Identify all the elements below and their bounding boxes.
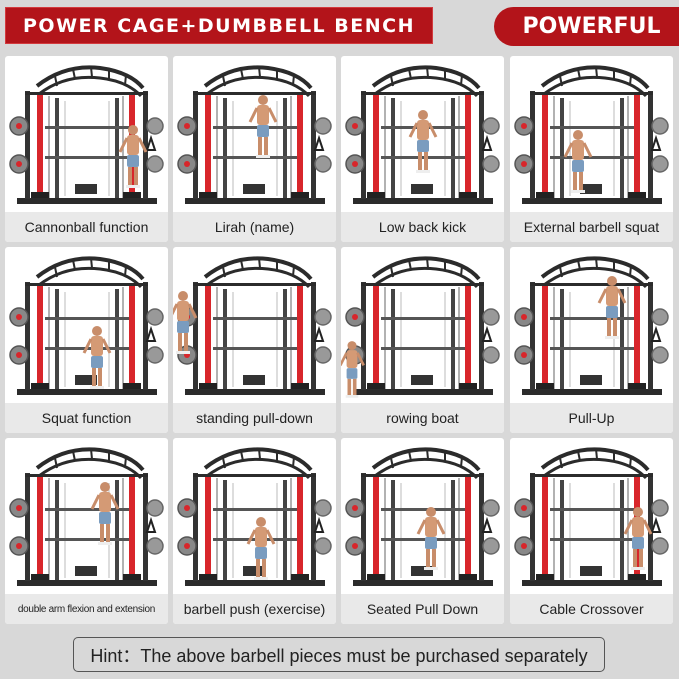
exercise-tile-pull-up: Pull-Up <box>510 247 673 433</box>
exercise-tile-cable-crossover: Cable Crossover <box>510 438 673 624</box>
exercise-tile-cannonball: Cannonball function <box>5 56 168 242</box>
power-cage-image <box>513 65 670 206</box>
exercise-caption: double arm flexion and extension <box>5 594 168 624</box>
exercise-tile-squat: Squat function <box>5 247 168 433</box>
exercise-caption: Low back kick <box>341 212 504 242</box>
exercise-caption: Cable Crossover <box>510 594 673 624</box>
power-cage-image <box>8 65 165 206</box>
badge-label: POWERFUL <box>522 14 661 39</box>
exercise-tile-standing-pull-down: standing pull-down <box>173 247 336 433</box>
exercise-tile-low-back-kick: Low back kick <box>341 56 504 242</box>
product-title-banner: POWER CAGE+DUMBBELL BENCH <box>5 7 433 44</box>
power-cage-image <box>176 65 333 206</box>
power-cage-image <box>341 256 501 400</box>
hint-text: Hint：The above barbell pieces must be pu… <box>90 645 588 666</box>
exercise-caption: External barbell squat <box>510 212 673 242</box>
exercise-caption: Pull-Up <box>510 403 673 433</box>
exercise-tile-double-arm-flexion: double arm flexion and extension <box>5 438 168 624</box>
powerful-badge: POWERFUL <box>494 7 679 46</box>
exercise-tile-external-barbell-squat: External barbell squat <box>510 56 673 242</box>
purchase-hint-box: Hint：The above barbell pieces must be pu… <box>73 637 605 672</box>
exercise-caption: Cannonball function <box>5 212 168 242</box>
exercise-caption: barbell push (exercise) <box>173 594 336 624</box>
exercise-tile-rowing-boat: rowing boat <box>341 247 504 433</box>
power-cage-image <box>173 256 333 397</box>
exercise-tile-lirah: Lirah (name) <box>173 56 336 242</box>
exercise-caption: Squat function <box>5 403 168 433</box>
power-cage-image <box>176 447 333 588</box>
power-cage-image <box>8 256 165 397</box>
power-cage-image <box>344 65 501 206</box>
power-cage-image <box>344 447 501 588</box>
exercise-caption: rowing boat <box>341 403 504 433</box>
power-cage-image <box>513 447 670 588</box>
exercise-caption: Lirah (name) <box>173 212 336 242</box>
exercise-tile-barbell-push: barbell push (exercise) <box>173 438 336 624</box>
exercise-tile-seated-pull-down: Seated Pull Down <box>341 438 504 624</box>
power-cage-image <box>513 256 670 397</box>
exercise-caption: Seated Pull Down <box>341 594 504 624</box>
product-title: POWER CAGE+DUMBBELL BENCH <box>23 14 415 37</box>
power-cage-image <box>8 447 165 588</box>
exercise-caption: standing pull-down <box>173 403 336 433</box>
